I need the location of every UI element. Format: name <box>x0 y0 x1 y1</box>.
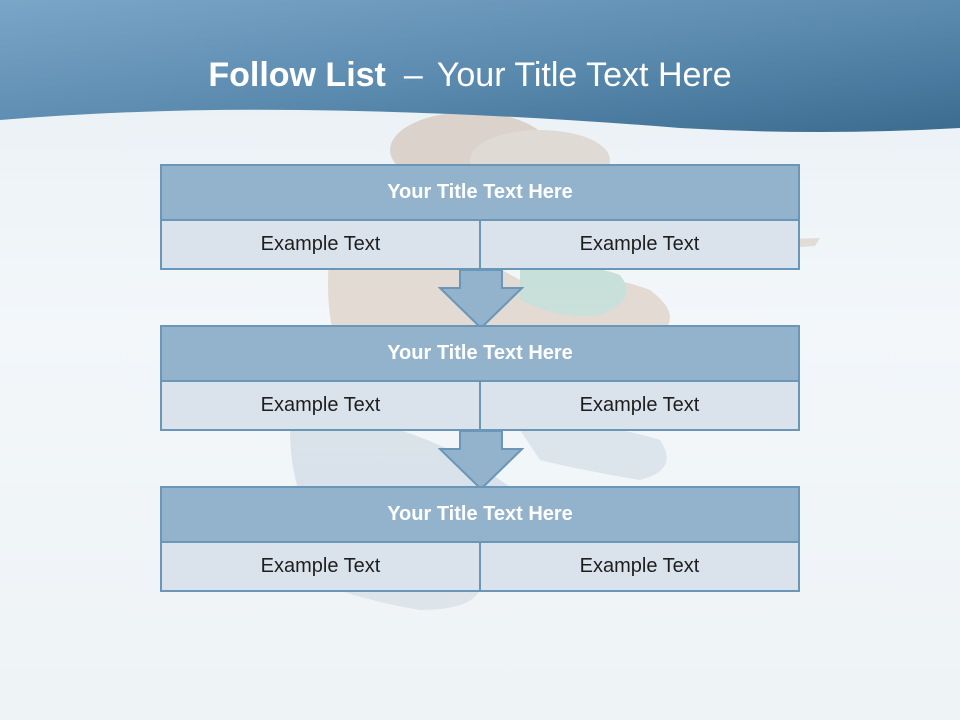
block-cell-left: Example Text <box>162 543 479 590</box>
down-arrow-icon <box>438 431 524 491</box>
list-block-1: Your Title Text Here Example Text Exampl… <box>160 164 800 270</box>
block-cell-left: Example Text <box>162 382 479 429</box>
block-cell-left: Example Text <box>162 221 479 268</box>
slide-title-rest: Your Title Text Here <box>436 56 732 94</box>
block-cell-right: Example Text <box>479 382 798 429</box>
list-block-2: Your Title Text Here Example Text Exampl… <box>160 325 800 431</box>
header-banner <box>0 0 960 132</box>
block-row: Example Text Example Text <box>162 221 798 268</box>
block-title: Your Title Text Here <box>162 488 798 543</box>
block-title: Your Title Text Here <box>162 327 798 382</box>
block-row: Example Text Example Text <box>162 543 798 590</box>
block-cell-right: Example Text <box>479 221 798 268</box>
block-row: Example Text Example Text <box>162 382 798 429</box>
slide-title: Follow List–Your Title Text Here <box>0 52 940 98</box>
slide-title-bold: Follow List <box>208 56 386 94</box>
block-cell-right: Example Text <box>479 543 798 590</box>
list-block-3: Your Title Text Here Example Text Exampl… <box>160 486 800 592</box>
block-title: Your Title Text Here <box>162 166 798 221</box>
slide-title-separator: – <box>403 56 423 94</box>
down-arrow-icon <box>438 270 524 330</box>
